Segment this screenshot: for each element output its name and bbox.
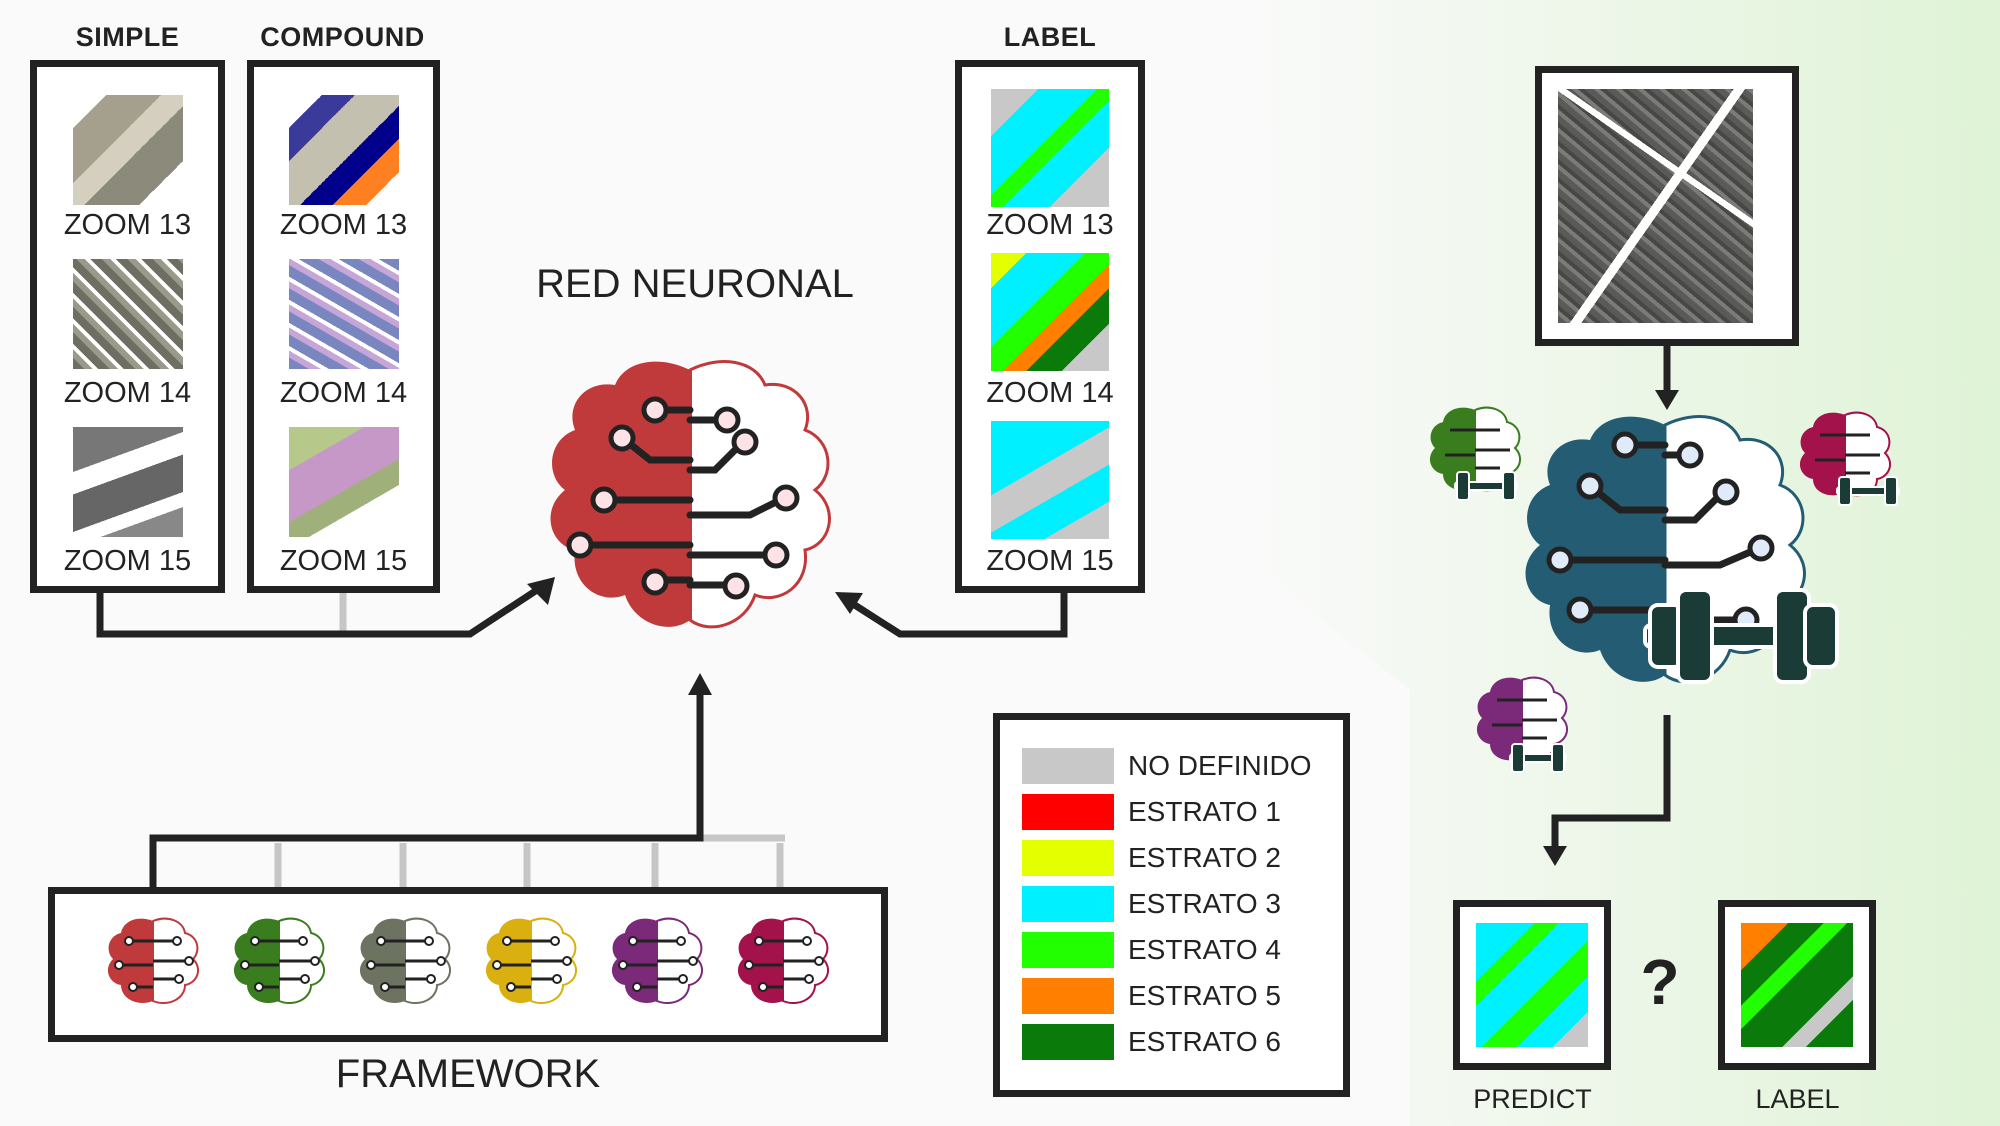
- compound-zoom15-label: ZOOM 15: [279, 545, 408, 577]
- label-zoom15-label: ZOOM 15: [986, 545, 1114, 577]
- main-brain-icon: [550, 360, 831, 629]
- legend-label: NO DEFINIDO: [1128, 750, 1312, 781]
- label-zoom14-image: [991, 253, 1109, 371]
- legend-row: NO DEFINIDO: [1022, 748, 1342, 784]
- label-zoom14-label: ZOOM 14: [986, 377, 1114, 409]
- framework-brain-gray-icon: [359, 917, 452, 1004]
- framework-brains: [107, 917, 830, 1004]
- trained-brain-icon: [1525, 415, 1839, 684]
- simple-zoom13-label: ZOOM 13: [63, 209, 192, 241]
- legend-label: ESTRATO 3: [1128, 888, 1282, 919]
- predict-frame: [1453, 900, 1611, 1070]
- predict-image: [1476, 923, 1588, 1047]
- simple-zoom15-label: ZOOM 15: [63, 545, 192, 577]
- simple-zoom14-label: ZOOM 14: [63, 377, 192, 409]
- framework-brain-icons: [107, 917, 830, 1004]
- legend-row: ESTRATO 2: [1022, 840, 1342, 876]
- header-label: LABEL: [1003, 22, 1097, 52]
- legend-swatch: [1022, 978, 1114, 1014]
- simple-zoom15-image: [72, 427, 183, 537]
- predict-label: PREDICT: [1473, 1084, 1592, 1114]
- legend-row: ESTRATO 6: [1022, 1024, 1342, 1060]
- framework-brain-crimson-icon: [737, 917, 830, 1004]
- label-zoom13-image: [991, 89, 1109, 207]
- simple-zoom14-image: [72, 259, 183, 369]
- framework-brain-purple-icon: [611, 917, 704, 1004]
- label-output-image: [1741, 923, 1853, 1047]
- header-compound: COMPOUND: [260, 22, 425, 52]
- legend-swatch: [1022, 932, 1114, 968]
- legend-label: ESTRATO 2: [1128, 842, 1282, 873]
- framework-brain-green-icon: [233, 917, 326, 1004]
- framework-title: FRAMEWORK: [335, 1052, 601, 1096]
- legend-swatch: [1022, 886, 1114, 922]
- label-output-frame: [1718, 900, 1876, 1070]
- small-brain-purple-icon: [1476, 676, 1569, 773]
- compound-zoom15-image: [288, 427, 399, 537]
- legend-row: ESTRATO 4: [1022, 932, 1342, 968]
- compound-zoom13-image: [288, 95, 399, 205]
- compound-zoom14-image: [288, 259, 399, 369]
- legend-label: ESTRATO 1: [1128, 796, 1282, 827]
- dumbbell-icon: [1643, 588, 1839, 684]
- legend-swatch: [1022, 794, 1114, 830]
- legend-label: ESTRATO 5: [1128, 980, 1282, 1011]
- legend-box: NO DEFINIDO ESTRATO 1 ESTRATO 2 ESTRATO …: [993, 713, 1350, 1097]
- compound-zoom14-label: ZOOM 14: [279, 377, 408, 409]
- question-mark: ?: [1640, 946, 1680, 1018]
- small-brain-crimson-icon: [1799, 411, 1900, 506]
- compound-panel: ZOOM 13 ZOOM 14 ZOOM 15: [247, 60, 440, 593]
- legend-row: ESTRATO 5: [1022, 978, 1342, 1014]
- framework-brain-red-icon: [107, 917, 200, 1004]
- label-panel: ZOOM 13 ZOOM 14 ZOOM 15: [955, 60, 1145, 593]
- input-satellite-frame: [1535, 66, 1799, 346]
- header-simple: SIMPLE: [75, 22, 180, 52]
- label-zoom13-label: ZOOM 13: [986, 209, 1114, 241]
- network-title: RED NEURONAL: [536, 262, 854, 306]
- legend-row: ESTRATO 3: [1022, 886, 1342, 922]
- compound-zoom13-label: ZOOM 13: [279, 209, 408, 241]
- input-satellite-cutout: [1737, 89, 1777, 323]
- simple-zoom13-image: [72, 95, 183, 205]
- framework-brain-yellow-icon: [485, 917, 578, 1004]
- simple-panel: ZOOM 13 ZOOM 14 ZOOM 15: [30, 60, 225, 593]
- legend-label: ESTRATO 6: [1128, 1026, 1282, 1057]
- label-output-label: LABEL: [1755, 1084, 1840, 1114]
- label-zoom15-image: [991, 421, 1109, 539]
- legend-swatch: [1022, 748, 1114, 784]
- legend-swatch: [1022, 1024, 1114, 1060]
- legend-row: ESTRATO 1: [1022, 794, 1342, 830]
- small-brain-green-icon: [1429, 406, 1522, 501]
- legend-swatch: [1022, 840, 1114, 876]
- legend-label: ESTRATO 4: [1128, 934, 1282, 965]
